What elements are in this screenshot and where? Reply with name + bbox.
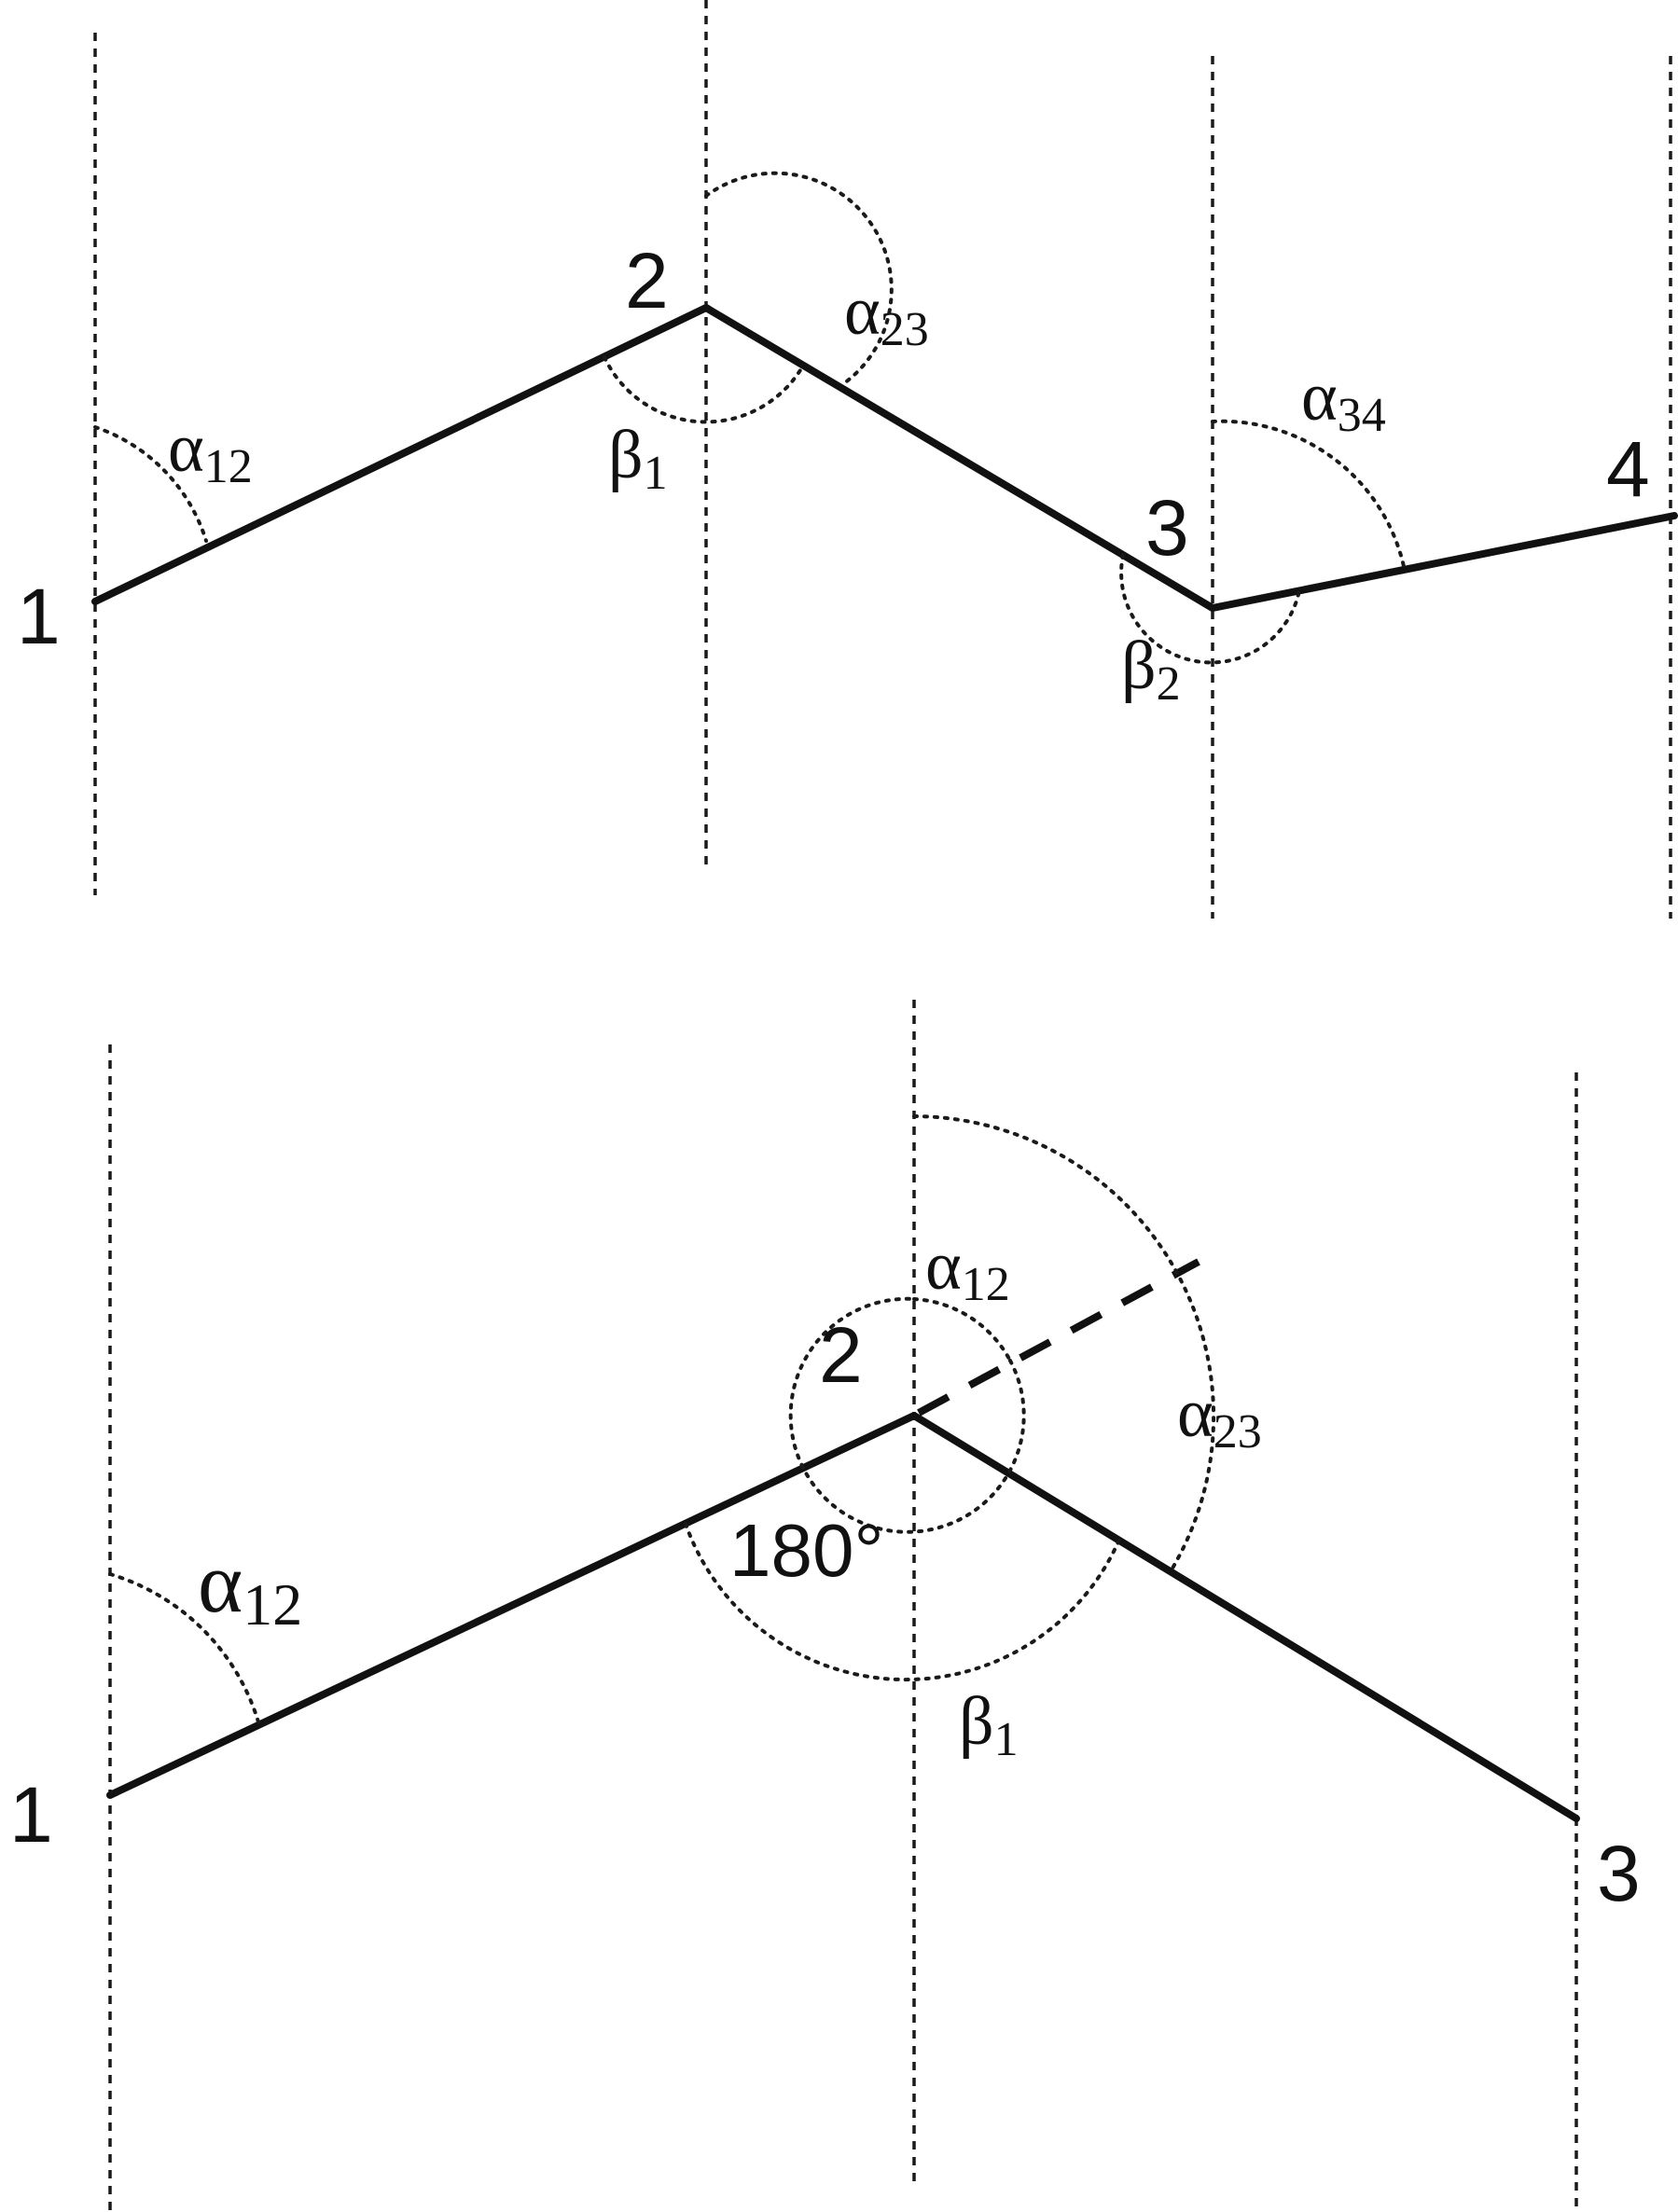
- bottom-traverse-line: [106, 1412, 1580, 1822]
- top-alpha34-sub: 34: [1338, 389, 1386, 442]
- bottom-point-2-label: 2: [819, 1311, 863, 1399]
- top-alpha12-symbol: α: [168, 410, 204, 487]
- bottom-arc-360-circle: [788, 1296, 1026, 1534]
- bottom-arc-alpha12-main: [108, 1572, 261, 1727]
- top-arc-alpha34: [1211, 419, 1407, 573]
- top-beta1-sub: 1: [644, 447, 668, 500]
- bottom-alpha23-label: α23: [1177, 1376, 1262, 1459]
- bottom-alpha23-sub: 23: [1213, 1405, 1262, 1459]
- bottom-beta1-sub: 1: [994, 1713, 1019, 1766]
- top-diagram: 1 2 3 4 α12 α23 β1 α34 β2: [17, 0, 1678, 919]
- bottom-point-3-label: 3: [1597, 1830, 1641, 1917]
- bottom-beta1-label: β1: [959, 1683, 1019, 1766]
- bottom-alpha12-vertex-symbol: α: [925, 1228, 962, 1305]
- top-point-3-label: 3: [1145, 484, 1189, 572]
- top-arc-beta2: [1119, 553, 1301, 665]
- bottom-alpha12-main-label: α12: [198, 1535, 302, 1638]
- top-alpha23-symbol: α: [844, 273, 881, 350]
- top-point-1-label: 1: [17, 573, 61, 660]
- top-arc-beta1: [603, 355, 805, 424]
- top-beta1-label: β1: [608, 417, 668, 500]
- top-beta2-symbol: β: [1121, 628, 1157, 704]
- bottom-alpha12-vertex-label: α12: [925, 1228, 1010, 1311]
- top-traverse-line: [91, 304, 1678, 612]
- top-beta2-label: β2: [1121, 628, 1181, 711]
- bottom-arc-alpha12-vertex: [912, 1297, 1012, 1362]
- bottom-arc-beta1: [684, 1522, 1121, 1682]
- top-arc-alpha23: [704, 171, 894, 385]
- bottom-beta1-symbol: β: [959, 1683, 994, 1760]
- top-alpha23-label: α23: [844, 273, 929, 356]
- top-arc-alpha12: [93, 425, 208, 543]
- top-alpha12-sub: 12: [204, 440, 253, 493]
- top-beta1-symbol: β: [608, 417, 644, 493]
- bottom-alpha23-symbol: α: [1177, 1376, 1213, 1452]
- top-alpha12-label: α12: [168, 410, 253, 493]
- bottom-180-degree-label: 180°: [729, 1509, 883, 1592]
- top-alpha23-sub: 23: [881, 303, 929, 356]
- top-beta2-sub: 2: [1157, 657, 1181, 711]
- bottom-arc-alpha23: [912, 1114, 1216, 1573]
- bottom-point-1-label: 1: [9, 1771, 53, 1859]
- bottom-alpha12-main-symbol: α: [198, 1535, 243, 1630]
- bottom-alpha12-vertex-sub: 12: [962, 1258, 1010, 1311]
- top-alpha34-symbol: α: [1301, 359, 1338, 435]
- top-point-2-label: 2: [625, 237, 669, 325]
- bottom-alpha12-main-sub: 12: [243, 1571, 302, 1638]
- top-alpha34-label: α34: [1301, 359, 1386, 442]
- bottom-diagram: 1 2 3 α12 α12 α23 β1 180°: [9, 1000, 1641, 2212]
- top-point-4-label: 4: [1606, 425, 1650, 513]
